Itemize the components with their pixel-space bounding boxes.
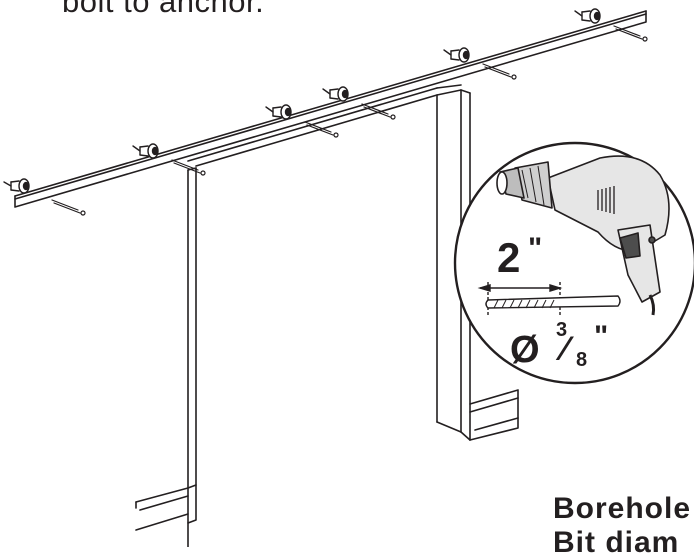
header-beam [187, 84, 462, 167]
bolt-tails [51, 25, 648, 216]
depth-dimension-line [477, 282, 563, 316]
anchor-bolt-icon [3, 178, 30, 194]
borehole-caption: Borehole [553, 492, 692, 525]
depth-value: 2 [497, 234, 520, 281]
track-rail [14, 10, 647, 208]
installation-diagram: 2 " Ø 3 ⁄ 8 [3, 8, 694, 547]
anchor-bolt-icon [265, 104, 292, 120]
diameter-numerator: 3 [556, 319, 567, 341]
left-wall-post [187, 167, 197, 547]
right-baseboard [469, 389, 519, 441]
diameter-denominator: 8 [576, 349, 587, 371]
anchor-bolt-icon [132, 143, 159, 159]
depth-unit: " [528, 232, 542, 265]
bit-diameter-caption: Bit diam [553, 526, 680, 559]
anchor-bolt-icon [322, 86, 349, 102]
anchor-bolt-icon [443, 47, 470, 63]
anchor-bolt-icon [574, 8, 601, 24]
top-caption: bolt to anchor. [62, 0, 265, 19]
bolt-tail [482, 63, 517, 80]
drill-detail-callout: 2 " Ø 3 ⁄ 8 [453, 141, 694, 385]
left-baseboard [135, 484, 197, 531]
drill-bit-icon [485, 295, 621, 309]
bolt-tail [613, 25, 648, 42]
bolt-tail [304, 121, 339, 138]
diameter-unit: " [594, 320, 608, 353]
drill-icon [496, 155, 670, 316]
bolt-tail [171, 159, 206, 176]
diameter-symbol: Ø [510, 329, 540, 371]
anchor-bolts-top [3, 8, 601, 194]
bolt-tail [361, 103, 396, 120]
bolt-tail [51, 199, 86, 216]
